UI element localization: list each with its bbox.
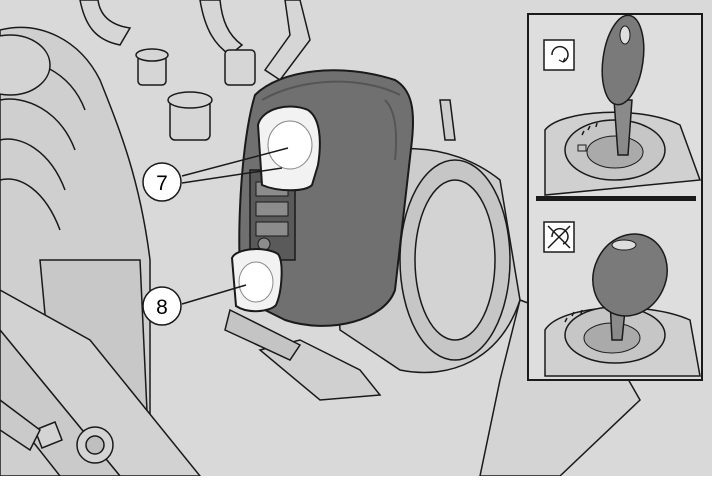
key-rotated — [592, 233, 668, 341]
upper-key-button — [256, 105, 321, 192]
callout-7-label: 7 — [156, 172, 168, 195]
key-vertical — [601, 14, 645, 156]
callout-8-label: 8 — [156, 296, 168, 319]
bottom-fittings — [0, 399, 114, 464]
inset-divider — [536, 196, 696, 201]
leader-lines — [181, 147, 289, 305]
leader-line-7 — [181, 147, 289, 177]
inset-panel — [527, 13, 703, 381]
key-on-rotate-icon — [543, 39, 575, 71]
callout-8: 8 — [142, 286, 182, 326]
inset-top-view — [543, 14, 702, 196]
lower-key-button — [230, 248, 283, 313]
inset-bottom-view — [543, 221, 701, 377]
key-off-crossed-icon — [543, 221, 575, 253]
leader-line-7b — [181, 167, 283, 184]
leader-line-8 — [181, 284, 247, 305]
callout-7: 7 — [142, 162, 182, 202]
hoses — [79, 0, 311, 141]
